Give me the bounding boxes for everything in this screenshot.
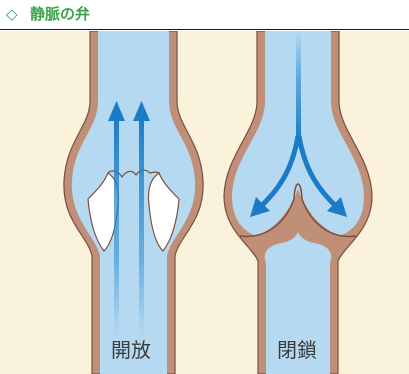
- title-bar: ◇ 静脈の弁: [0, 0, 409, 30]
- figure-title: 静脈の弁: [30, 4, 90, 24]
- flow-arrow-shaft-left: [114, 113, 119, 338]
- left-vein-label: 開放: [111, 338, 151, 362]
- diamond-outline-icon: ◇: [6, 4, 18, 24]
- vein-valve-illustration: 開放 閉鎖: [0, 31, 409, 374]
- right-vein-label: 閉鎖: [277, 338, 317, 362]
- flow-arrow-shaft-center: [296, 31, 301, 141]
- flow-arrow-shaft-right: [139, 113, 144, 338]
